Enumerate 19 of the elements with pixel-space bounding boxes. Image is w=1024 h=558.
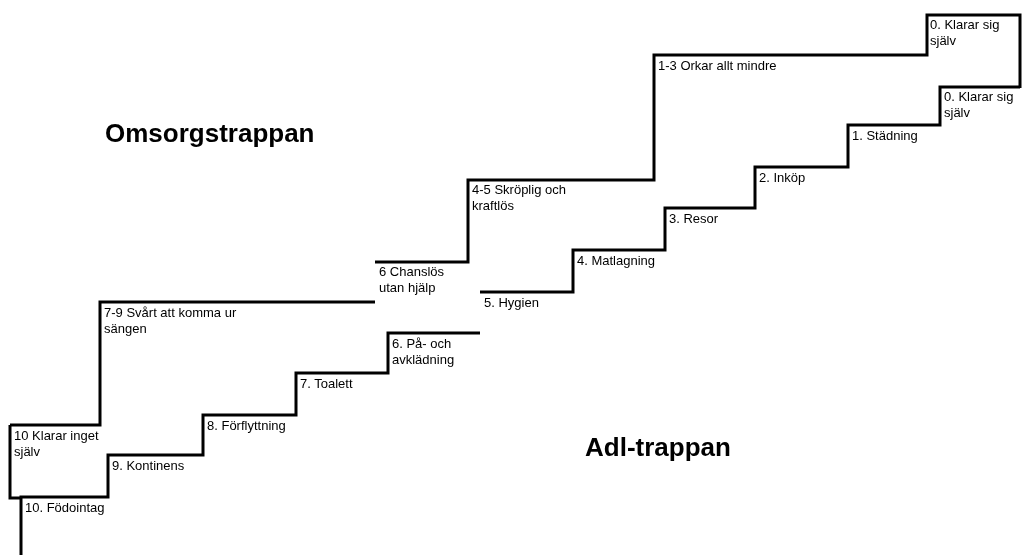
step-label: 1. Städning <box>852 128 919 144</box>
step-label: 5. Hygien <box>484 295 540 311</box>
step-label: 3. Resor <box>669 211 720 227</box>
step-label: 0. Klarar sig själv <box>930 17 1001 49</box>
step-label: 0. Klarar sig själv <box>944 89 1015 121</box>
step-label: 9. Kontinens <box>112 458 186 474</box>
step-label: 10. Födointag <box>25 500 106 516</box>
step-label: 4. Matlagning <box>577 253 657 269</box>
step-label: 2. Inköp <box>759 170 807 186</box>
step-label: 8. Förflyttning <box>207 418 287 434</box>
step-label: 10 Klarar inget själv <box>14 428 100 460</box>
step-label: 7-9 Svårt att komma ur sängen <box>104 305 238 337</box>
step-label: 7. Toalett <box>300 376 354 392</box>
staircase-heading: Adl-trappan <box>585 432 731 463</box>
step-label: 6. På- och avklädning <box>392 336 456 368</box>
step-label: 6 Chanslös utan hjälp <box>379 264 446 296</box>
staircase-heading: Omsorgstrappan <box>105 118 315 149</box>
step-label: 4-5 Skröplig och kraftlös <box>472 182 567 214</box>
step-label: 1-3 Orkar allt mindre <box>658 58 778 74</box>
